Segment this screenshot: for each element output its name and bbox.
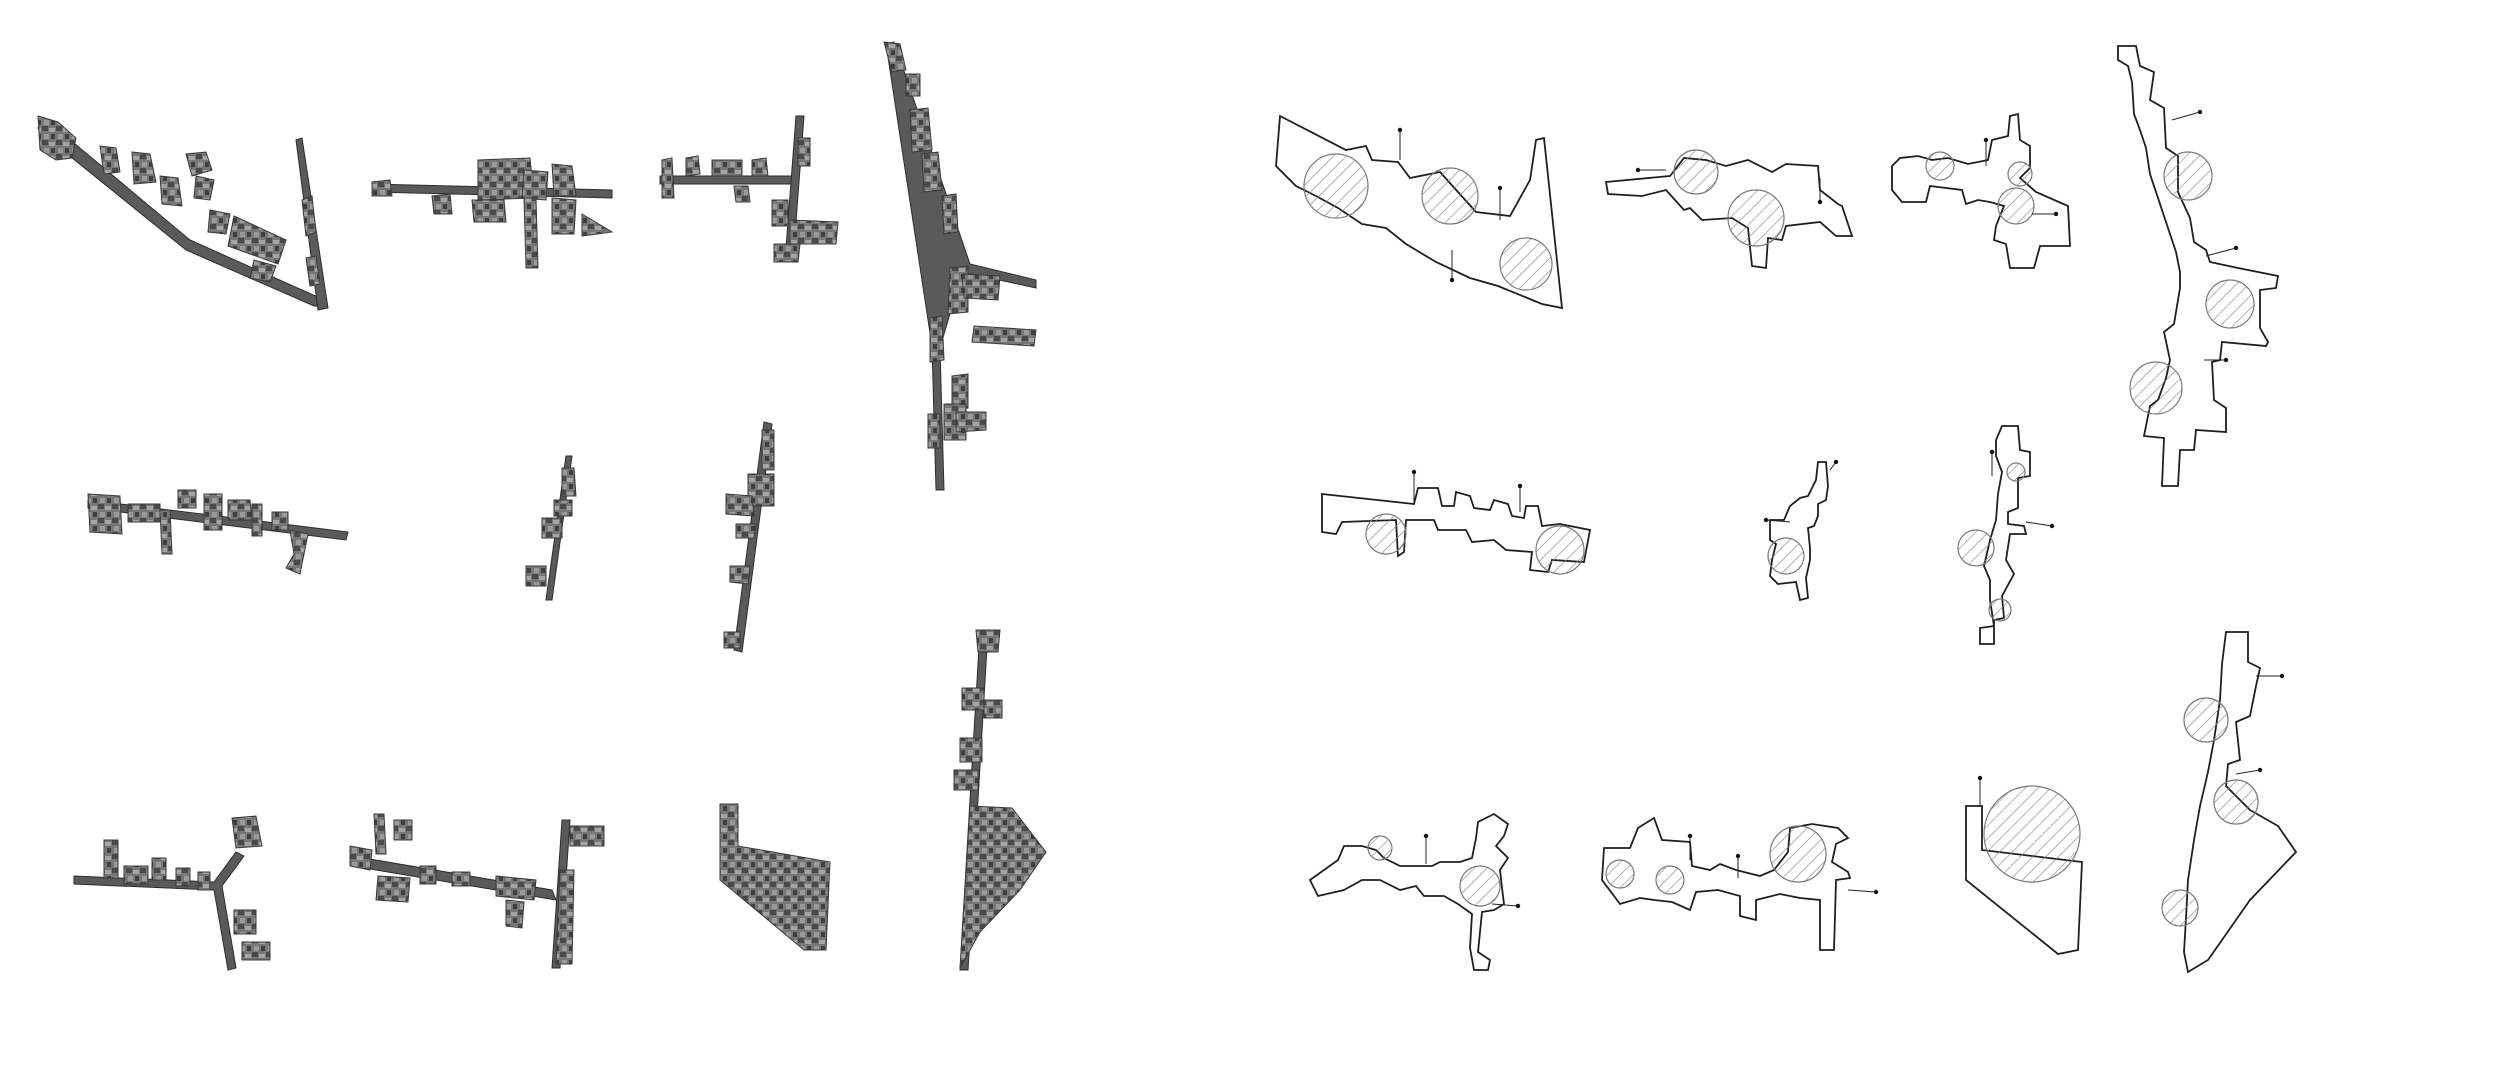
aerial-fragment-r2c1 (87, 489, 349, 575)
aerial-fragment-r1c3 (659, 115, 839, 263)
aerial-fragments-panel (37, 41, 1047, 971)
aerial-fragment-r3c2 (349, 813, 605, 969)
hatched-zone-circle (1925, 151, 1955, 181)
hatched-zone-circle (1769, 825, 1827, 883)
outline-diagram-r3c2 (1601, 816, 1879, 951)
outline-diagram-r2c3 (1957, 425, 2055, 645)
outline-diagrams-panel (1275, 45, 2298, 974)
outline-diagram-r2c2 (1763, 459, 1839, 602)
hatched-zone-circle (1655, 865, 1685, 895)
hatched-zone-circle (1605, 859, 1635, 889)
hatched-zone-circle (1988, 598, 2012, 622)
outline-diagram-r3c4 (2161, 631, 2298, 974)
hatched-zone-circle (1983, 785, 2081, 883)
hatched-zone-circle (1673, 149, 1719, 195)
aerial-fragment-r2c3 (723, 421, 775, 653)
hatched-zone-circle (2161, 889, 2199, 927)
outline-diagram-r1c4 (2117, 45, 2280, 487)
aerial-fragment-r1c2 (371, 157, 614, 269)
aerial-fragment-r3c3 (719, 803, 831, 951)
outline-diagram-r1c3 (1891, 112, 2071, 269)
hatched-zone-circle (2205, 279, 2255, 329)
hatched-zone-circle (1367, 835, 1393, 861)
hatched-zone-circle (2213, 779, 2259, 825)
outline-diagram-r2c1 (1321, 469, 1592, 575)
hatched-zone-circle (2006, 462, 2026, 482)
hatched-zone-circle (1459, 865, 1501, 907)
hatched-zone-circle (2129, 361, 2183, 415)
aerial-fragment-r3c4 (953, 629, 1047, 971)
hatched-zone-circle (2163, 151, 2213, 201)
hatched-zone-circle (1727, 189, 1785, 247)
aerial-fragment-r1c4 (883, 41, 1037, 491)
outline-diagram-r1c1 (1275, 114, 1564, 310)
aerial-fragment-r2c2 (525, 455, 577, 601)
hatched-zone-circle (1957, 529, 1995, 567)
hatched-zone-circle (1499, 237, 1553, 291)
hatched-zone-circle (1767, 537, 1805, 575)
aerial-fragment-r1c1 (37, 115, 329, 311)
hatched-zone-circle (2183, 697, 2229, 743)
hatched-zone-circle (1421, 167, 1479, 225)
aerial-fragment-r3c1 (73, 815, 271, 971)
hatched-zone-circle (1997, 187, 2035, 225)
outline-diagram-r3c3 (1965, 775, 2083, 955)
outline-diagram-r3c1 (1308, 812, 1521, 971)
hatched-zone-circle (1535, 525, 1585, 575)
hatched-zone-circle (2007, 161, 2033, 187)
hatched-zone-circle (1365, 513, 1407, 555)
outline-diagram-r1c2 (1604, 149, 1854, 270)
hatched-zone-circle (1303, 153, 1369, 219)
